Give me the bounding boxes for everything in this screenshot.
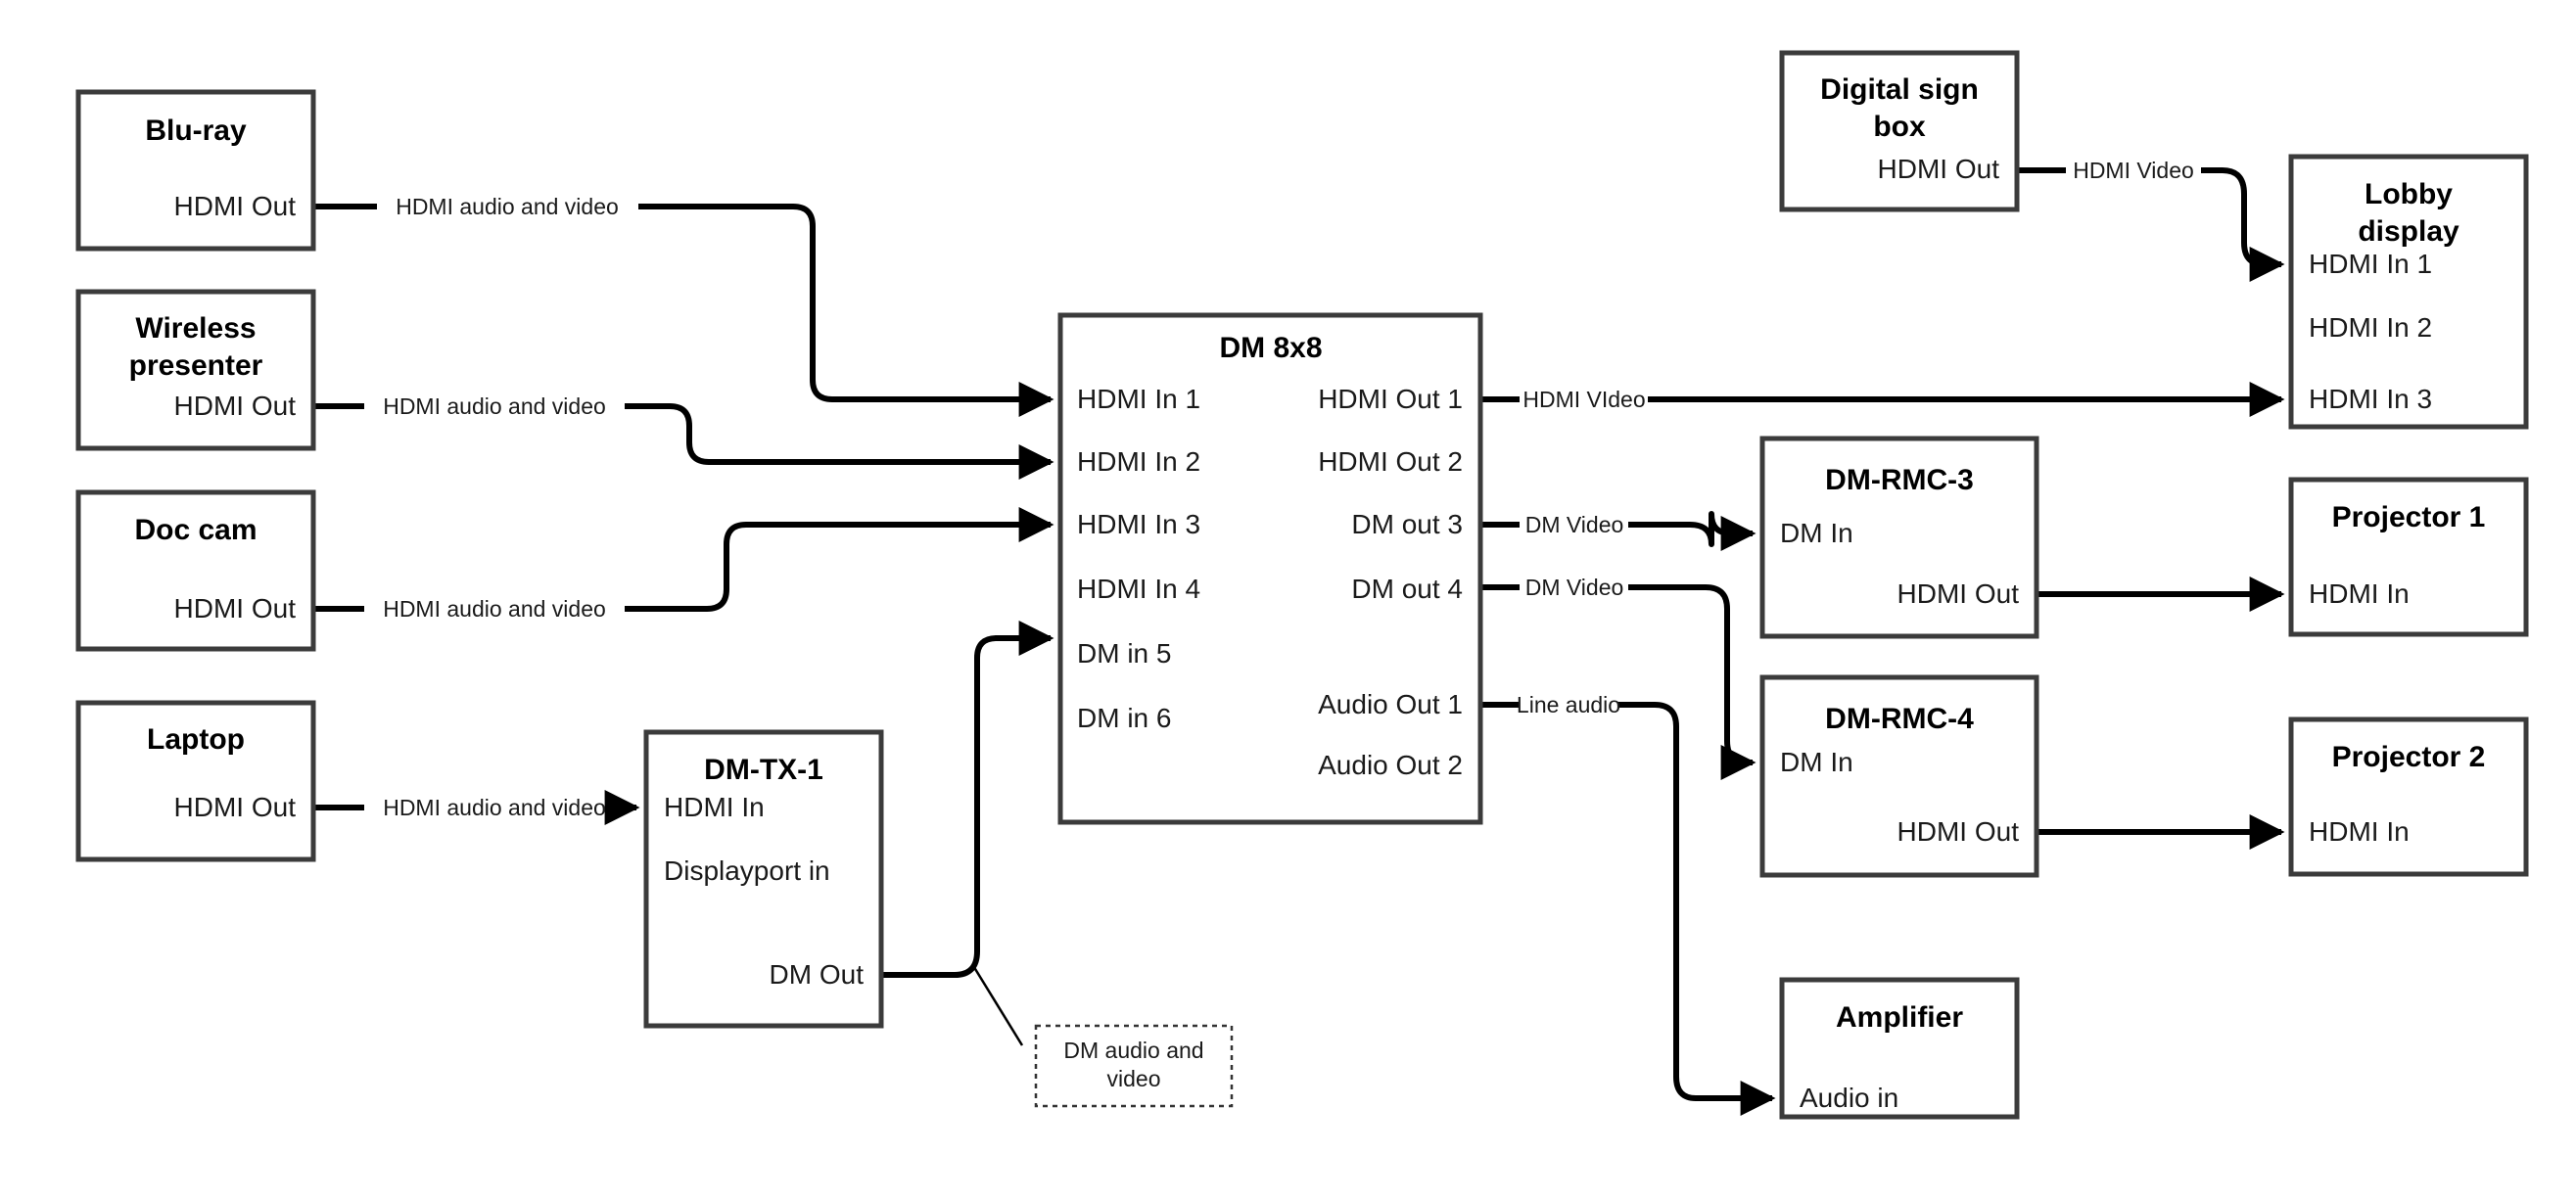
node-laptop[interactable]: Laptop HDMI Out	[75, 700, 316, 862]
node-amplifier-box[interactable]	[1779, 977, 2020, 1120]
node-projector-1-box[interactable]	[2288, 477, 2529, 637]
node-dm-tx-1-port-hdmi-in: HDMI In	[664, 792, 765, 822]
node-lobby-display-title-line2: display	[2358, 215, 2459, 248]
callout-dm-audio-and-video: DM audio and video	[1034, 1024, 1234, 1108]
node-dm-8x8-input-dm-in-6: DM in 6	[1077, 703, 1171, 733]
node-projector-2-port-hdmi-in: HDMI In	[2309, 816, 2410, 847]
node-dm-tx-1-title: DM-TX-1	[704, 754, 823, 786]
callout-box	[1034, 1024, 1234, 1108]
node-digital-sign-box-box[interactable]	[1779, 50, 2020, 212]
node-dm-rmc-3-port-dm-in: DM In	[1780, 518, 1853, 548]
callout-label-line1: DM audio and	[1063, 1038, 1203, 1063]
edge-label-hdmi-video-lobby: HDMI VIdeo	[1522, 387, 1645, 412]
wire-dm8x8-to-amplifier	[1480, 702, 1772, 1098]
node-digital-sign-box-title-line1: Digital sign	[1820, 73, 1979, 106]
node-dm-tx-1[interactable]: DM-TX-1 HDMI In Displayport in DM Out	[643, 729, 884, 1029]
node-wireless-presenter[interactable]: Wireless presenter HDMI Out	[75, 289, 316, 451]
node-dm-rmc-3-box[interactable]	[1759, 436, 2039, 639]
wire-dmtx1-to-dm8x8	[881, 621, 1054, 978]
node-dm-tx-1-port-dm-out: DM Out	[770, 959, 865, 990]
node-lobby-display-port-hdmi-in-1: HDMI In 1	[2309, 249, 2432, 279]
node-dm-8x8-input-dm-in-5: DM in 5	[1077, 638, 1171, 669]
node-wireless-presenter-title-line2: presenter	[129, 349, 263, 382]
edge-label-doccam: HDMI audio and video	[383, 596, 606, 622]
node-bluray-port-hdmi-out: HDMI Out	[174, 191, 297, 221]
callout-label-line2: video	[1107, 1066, 1161, 1091]
callout-leader-line	[970, 963, 1024, 1046]
node-dm-rmc-4-port-hdmi-out: HDMI Out	[1897, 816, 2020, 847]
node-laptop-port-hdmi-out: HDMI Out	[174, 792, 297, 822]
node-lobby-display-port-hdmi-in-2: HDMI In 2	[2309, 312, 2432, 343]
node-digital-sign-box-title-line2: box	[1873, 111, 1926, 143]
node-dm-8x8-output-dm-out-3: DM out 3	[1351, 509, 1463, 539]
node-wireless-presenter-title-line1: Wireless	[135, 312, 256, 345]
node-laptop-box[interactable]	[75, 700, 316, 862]
node-projector-1-port-hdmi-in: HDMI In	[2309, 578, 2410, 609]
edge-label-line-audio: Line audio	[1517, 692, 1620, 717]
node-dm-8x8-input-hdmi-in-2: HDMI In 2	[1077, 446, 1200, 477]
node-amplifier-title: Amplifier	[1836, 1001, 1963, 1034]
node-dm-8x8-output-dm-out-4: DM out 4	[1351, 574, 1463, 604]
node-digital-sign-box[interactable]: Digital sign box HDMI Out	[1779, 50, 2020, 212]
node-dm-8x8-output-hdmi-out-1: HDMI Out 1	[1318, 384, 1463, 414]
node-dm-8x8-output-hdmi-out-2: HDMI Out 2	[1318, 446, 1463, 477]
node-wireless-presenter-box[interactable]	[75, 289, 316, 451]
node-doc-cam-port-hdmi-out: HDMI Out	[174, 593, 297, 624]
wire-dm8x8-to-rmc3	[1480, 514, 1753, 544]
node-dm-8x8[interactable]: DM 8x8 HDMI In 1 HDMI In 2 HDMI In 3 HDM…	[1057, 312, 1483, 825]
node-doc-cam-title: Doc cam	[134, 514, 257, 546]
node-amplifier[interactable]: Amplifier Audio in	[1779, 977, 2020, 1120]
node-dm-tx-1-port-displayport-in: Displayport in	[664, 855, 830, 886]
node-laptop-title: Laptop	[147, 723, 245, 756]
node-dm-8x8-output-audio-out-2: Audio Out 2	[1318, 750, 1463, 780]
node-dm-rmc-4-port-dm-in: DM In	[1780, 747, 1853, 777]
node-dm-rmc-3[interactable]: DM-RMC-3 DM In HDMI Out	[1759, 436, 2039, 639]
node-dm-8x8-output-audio-out-1: Audio Out 1	[1318, 689, 1463, 719]
wire-digitalsign-to-lobby	[2017, 167, 2281, 264]
node-bluray-box[interactable]	[75, 89, 316, 252]
wire-bluray-to-dm8x8	[313, 204, 1051, 399]
node-lobby-display-port-hdmi-in-3: HDMI In 3	[2309, 384, 2432, 414]
node-wireless-presenter-port-hdmi-out: HDMI Out	[174, 391, 297, 421]
edge-label-bluray: HDMI audio and video	[396, 194, 619, 219]
edge-label-layer: HDMI audio and video HDMI audio and vide…	[383, 158, 2194, 820]
node-dm-8x8-input-hdmi-in-1: HDMI In 1	[1077, 384, 1200, 414]
wire-doccam-to-dm8x8	[313, 525, 1051, 612]
node-lobby-display-title-line1: Lobby	[2365, 178, 2453, 210]
node-digital-sign-box-port-hdmi-out: HDMI Out	[1878, 154, 2000, 184]
node-projector-2[interactable]: Projector 2 HDMI In	[2288, 716, 2529, 877]
node-dm-rmc-4-box[interactable]	[1759, 674, 2039, 878]
node-dm-rmc-4-title: DM-RMC-4	[1825, 703, 1974, 735]
node-dm-tx-1-box[interactable]	[643, 729, 884, 1029]
node-dm-8x8-input-hdmi-in-3: HDMI In 3	[1077, 509, 1200, 539]
node-doc-cam[interactable]: Doc cam HDMI Out	[75, 489, 316, 652]
node-dm-rmc-3-title: DM-RMC-3	[1825, 464, 1974, 496]
edge-label-digitalsign: HDMI Video	[2073, 158, 2194, 183]
node-projector-2-title: Projector 2	[2332, 741, 2486, 773]
node-amplifier-port-audio-in: Audio in	[1800, 1083, 1898, 1113]
wire-layer	[313, 167, 2281, 1098]
node-bluray-title: Blu-ray	[145, 115, 247, 147]
edge-label-wireless: HDMI audio and video	[383, 393, 606, 419]
node-projector-1[interactable]: Projector 1 HDMI In	[2288, 477, 2529, 637]
node-dm-8x8-input-hdmi-in-4: HDMI In 4	[1077, 574, 1200, 604]
node-dm-rmc-3-port-hdmi-out: HDMI Out	[1897, 578, 2020, 609]
node-lobby-display[interactable]: Lobby display HDMI In 1 HDMI In 2 HDMI I…	[2288, 154, 2529, 430]
node-dm-rmc-4[interactable]: DM-RMC-4 DM In HDMI Out	[1759, 674, 2039, 878]
node-dm-8x8-box[interactable]	[1057, 312, 1483, 825]
edge-label-dm-video-rmc4: DM Video	[1525, 575, 1624, 600]
edge-label-dm-video-rmc3: DM Video	[1525, 512, 1624, 537]
node-lobby-display-box[interactable]	[2288, 154, 2529, 430]
node-doc-cam-box[interactable]	[75, 489, 316, 652]
wire-dm8x8-to-rmc4	[1480, 584, 1753, 762]
wire-wireless-to-dm8x8	[313, 403, 1051, 462]
node-projector-1-title: Projector 1	[2332, 501, 2486, 533]
node-dm-8x8-title: DM 8x8	[1219, 332, 1322, 364]
edge-label-laptop: HDMI audio and video	[383, 795, 606, 820]
node-projector-2-box[interactable]	[2288, 716, 2529, 877]
node-bluray[interactable]: Blu-ray HDMI Out	[75, 89, 316, 252]
